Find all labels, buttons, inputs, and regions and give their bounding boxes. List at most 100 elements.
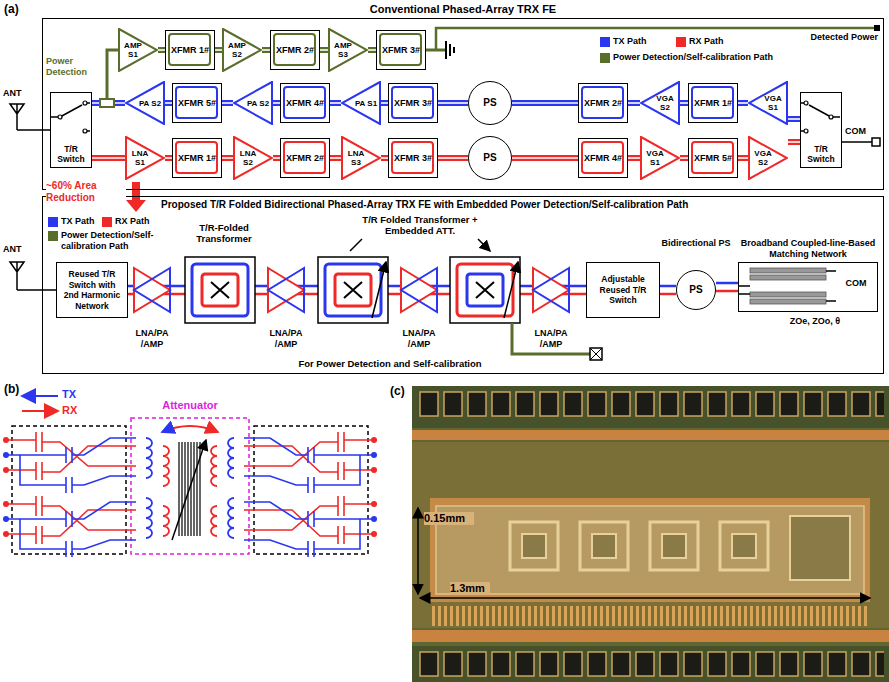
- switch-contact: [83, 101, 87, 105]
- text-label: (b): [4, 382, 34, 396]
- differential-gap: [738, 157, 748, 159]
- text-label: ANT: [3, 88, 33, 99]
- amplifier-triangle: VGA S1: [640, 136, 680, 180]
- com-port: [842, 138, 880, 146]
- triangle-outline: [749, 82, 787, 124]
- differential-gap: [92, 157, 125, 159]
- text-label: LNA/PA /AMP: [260, 328, 312, 350]
- legend-swatch: [48, 217, 58, 227]
- amplifier-triangle: LNA S2: [233, 136, 273, 180]
- switch-pivot: [829, 115, 833, 119]
- connector: [738, 103, 748, 104]
- differential-line: [438, 100, 468, 106]
- differential-line: [273, 155, 280, 161]
- differential-gap: [165, 157, 172, 159]
- amplifier-label: VGA S1: [643, 149, 667, 167]
- text-label: COM: [836, 278, 876, 289]
- transformer-box: XFMR 1#: [165, 30, 215, 70]
- text-label: LNA/PA /AMP: [525, 328, 577, 350]
- amplifier-label: PA S2: [138, 99, 162, 108]
- transformer-box: XFMR 3#: [376, 30, 426, 70]
- differential-line: [158, 47, 165, 53]
- schematic: [3, 396, 377, 557]
- block-label: Reused T/R Switch with 2nd Harmonic Netw…: [60, 269, 124, 311]
- differential-gap: [262, 49, 270, 51]
- text-label: Detected Power: [808, 32, 878, 43]
- legend-entry: Power Detection/Self-calibration Path: [48, 230, 176, 252]
- differential-line: [512, 100, 578, 106]
- connector: [660, 286, 676, 294]
- text-label: COM: [845, 126, 875, 137]
- transformer-box: XFMR 5#: [172, 83, 222, 123]
- legend-entry: RX Path: [676, 36, 746, 47]
- differential-gap: [512, 102, 578, 104]
- differential-line: [165, 155, 172, 161]
- differential-line: [680, 100, 688, 106]
- connector: [330, 103, 341, 104]
- phase-shifter-label: PS: [689, 284, 702, 296]
- differential-line: [330, 155, 341, 161]
- text-label: RX: [62, 404, 86, 417]
- legend-swatch: [600, 53, 610, 63]
- differential-gap: [788, 141, 800, 143]
- connector: [165, 158, 172, 159]
- differential-line: [92, 100, 125, 106]
- connector: [512, 103, 578, 104]
- text-label: LNA/PA /AMP: [393, 328, 445, 350]
- amplifier-label: PA S2: [246, 99, 270, 108]
- amplifier-label: AMP S2: [225, 41, 249, 59]
- connector: [738, 158, 748, 159]
- connector: [273, 103, 280, 104]
- transformer-label: XFMR 5#: [177, 98, 217, 108]
- tx-line: [716, 282, 738, 285]
- differential-line: [628, 100, 640, 106]
- coil-outline: [692, 87, 733, 118]
- matching-network-title: Broadband Coupled-line-Based Matching Ne…: [739, 238, 877, 260]
- connector: [165, 103, 172, 104]
- text-label: T/R-Folded Transformer: [178, 222, 270, 244]
- triangle-outline: [119, 29, 157, 71]
- coil-outline: [169, 34, 210, 65]
- connector: [368, 50, 376, 51]
- connector: [628, 158, 640, 159]
- coupled-lines: [738, 268, 836, 304]
- legend-swatch: [48, 231, 58, 241]
- amplifier-triangle: AMP S3: [328, 28, 368, 72]
- amplifier-triangle: LNA S3: [341, 136, 381, 180]
- legend-entry: TX Path: [600, 36, 670, 47]
- phase-shifter-label: PS: [483, 97, 496, 109]
- panel-title: Conventional Phased-Array TRX FE: [43, 3, 883, 16]
- triangle-outline: [234, 82, 272, 124]
- triangle-outline: [223, 29, 261, 71]
- switch-symbol: [51, 93, 90, 141]
- transformer-box: XFMR 3#: [388, 83, 438, 123]
- coil-outline: [582, 87, 623, 118]
- text-label: Power Detection: [46, 56, 100, 78]
- connector: [215, 50, 222, 51]
- text-label: TX: [62, 388, 86, 401]
- transformer-label: XFMR 2#: [285, 153, 325, 163]
- differential-gap: [320, 49, 328, 51]
- text-label: 1.3mm: [450, 582, 490, 595]
- detection-port: [512, 323, 602, 360]
- legend-text: TX Path: [613, 36, 647, 47]
- panel-title: Proposed T/R Folded Bidirectional Phased…: [161, 199, 876, 211]
- transformer-box: XFMR 4#: [578, 138, 628, 178]
- differential-gap: [738, 102, 748, 104]
- legend-swatch: [102, 217, 112, 227]
- legend-entry: RX Path: [102, 216, 162, 227]
- differential-line: [222, 155, 233, 161]
- triangle-outline: [126, 82, 164, 124]
- coil-outline: [380, 34, 421, 65]
- transformer-label: XFMR 4#: [583, 153, 623, 163]
- amplifier-triangle: PA S2: [125, 81, 165, 125]
- coil-outline: [392, 142, 433, 173]
- legend-text: Power Detection/Self-calibration Path: [61, 230, 176, 252]
- coil-outline: [176, 142, 217, 173]
- folded-transformer: [185, 257, 520, 323]
- transformer-box: XFMR 5#: [688, 138, 738, 178]
- transformer-box: XFMR 2#: [578, 83, 628, 123]
- differential-gap: [222, 157, 233, 159]
- differential-gap: [330, 157, 341, 159]
